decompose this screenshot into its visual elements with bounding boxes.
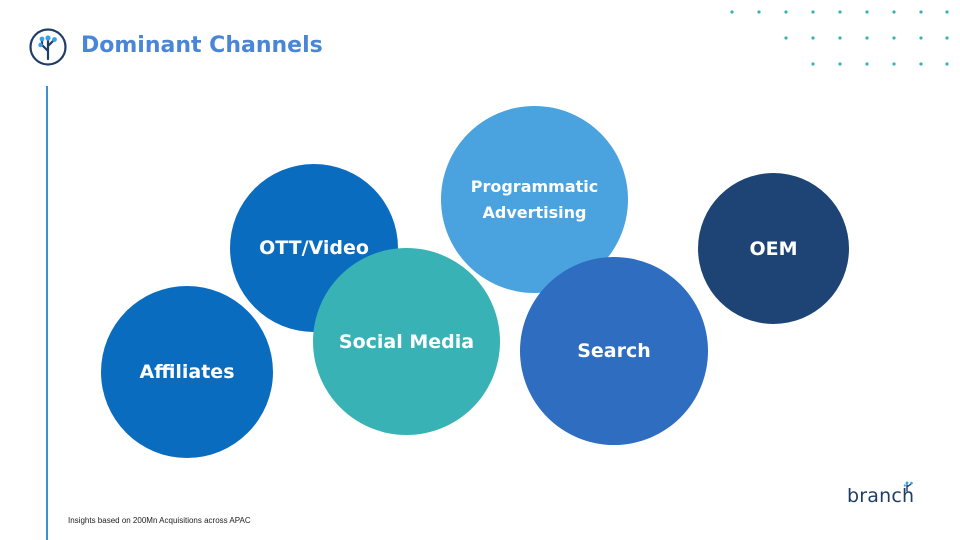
- channel-bubble-social-media: Social Media: [313, 248, 500, 435]
- footnote: Insights based on 200Mn Acquisitions acr…: [68, 516, 251, 525]
- page-title: Dominant Channels: [81, 33, 323, 58]
- channel-label: Social Media: [338, 330, 475, 353]
- channel-label: Programmatic Advertising: [470, 177, 599, 222]
- channel-label: Affiliates: [139, 361, 235, 383]
- channel-bubble-search: Search: [520, 257, 708, 445]
- brand-leaf-icon: [903, 481, 913, 492]
- vertical-divider: [46, 86, 48, 540]
- channel-bubble-affiliates: Affiliates: [101, 286, 273, 458]
- brand-logo: branch: [847, 480, 917, 510]
- channel-bubble-programmatic-advertising: Programmatic Advertising: [441, 106, 628, 293]
- brand-wordmark: branch: [847, 485, 915, 507]
- channel-label: OTT/Video: [259, 237, 369, 259]
- channel-label: OEM: [749, 237, 798, 260]
- decorative-dot-grid: [730, 10, 949, 66]
- channel-label: Search: [577, 340, 651, 362]
- channel-bubble-oem: OEM: [698, 173, 849, 324]
- branch-tree-icon: [29, 28, 67, 66]
